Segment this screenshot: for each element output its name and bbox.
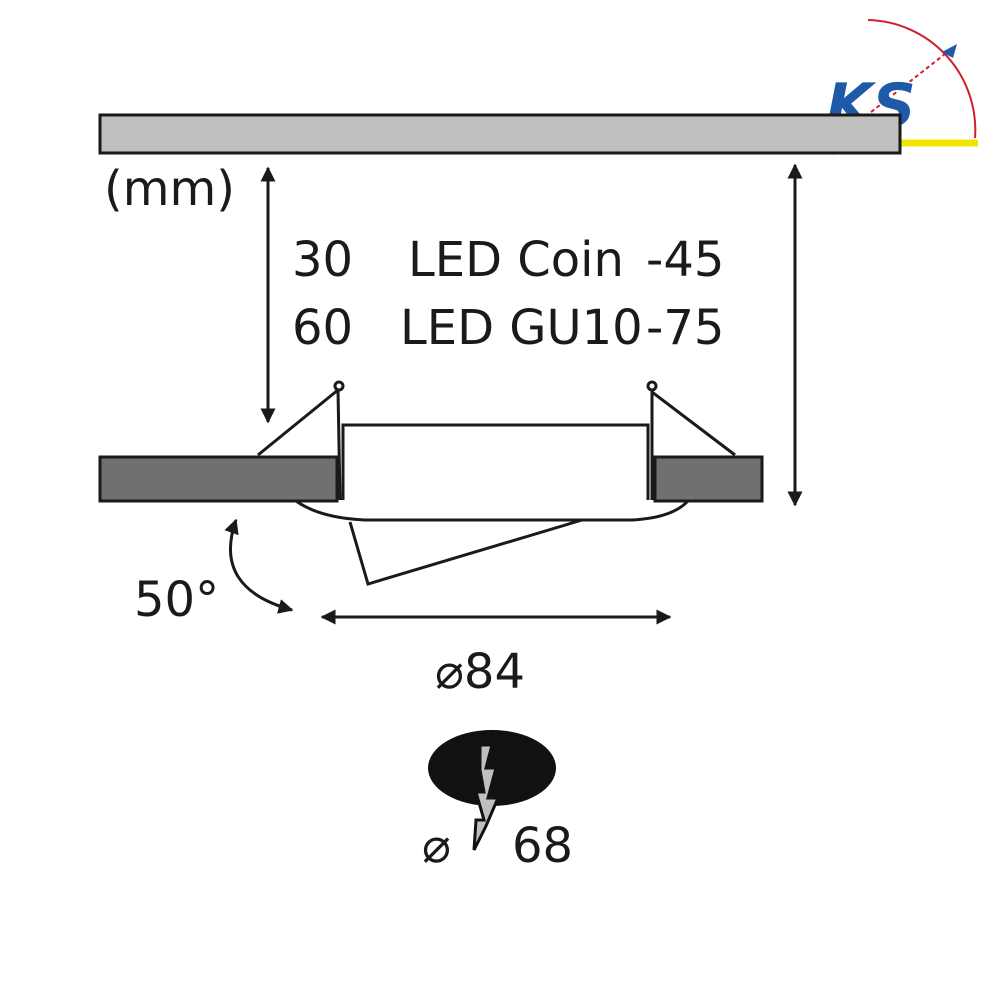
- tilt-angle-arrow: [224, 518, 294, 614]
- table-row: 60 LED GU10 -75: [292, 300, 724, 356]
- tilted-module: [348, 518, 583, 586]
- tilt-angle-label: 50°: [134, 572, 219, 628]
- cutout-diameter-value: 68: [512, 818, 573, 874]
- row-lamp: LED Coin: [408, 232, 624, 288]
- cutout-symbol: [428, 730, 556, 851]
- units-label: (mm): [104, 161, 235, 217]
- clip-pivot-right: [646, 380, 658, 392]
- drill-bit-icon: [472, 743, 501, 851]
- ceiling-section-right: [653, 455, 764, 503]
- housing-body: [341, 423, 650, 500]
- logo-red-arc: [867, 19, 977, 139]
- logo-blue-arrow-top: [942, 44, 957, 58]
- row-lamp: LED GU10: [400, 300, 643, 356]
- ceiling-section-left: [98, 455, 339, 503]
- clip-pivot-left: [333, 380, 345, 392]
- spring-clip-right: [650, 388, 736, 500]
- row-offset: -45: [646, 232, 724, 288]
- clearance-table: 30 LED Coin -45 60 LED GU10 -75: [292, 232, 724, 356]
- ceiling-panel: [98, 113, 902, 155]
- table-row: 30 LED Coin -45: [292, 232, 724, 288]
- row-depth: 30: [292, 232, 353, 288]
- luminaire: [257, 380, 736, 586]
- cutout-diameter-symbol: ⌀: [422, 818, 451, 874]
- outer-diameter-label: ⌀84: [435, 644, 525, 700]
- row-depth: 60: [292, 300, 353, 356]
- row-offset: -75: [646, 300, 724, 356]
- trim-ring: [295, 499, 690, 522]
